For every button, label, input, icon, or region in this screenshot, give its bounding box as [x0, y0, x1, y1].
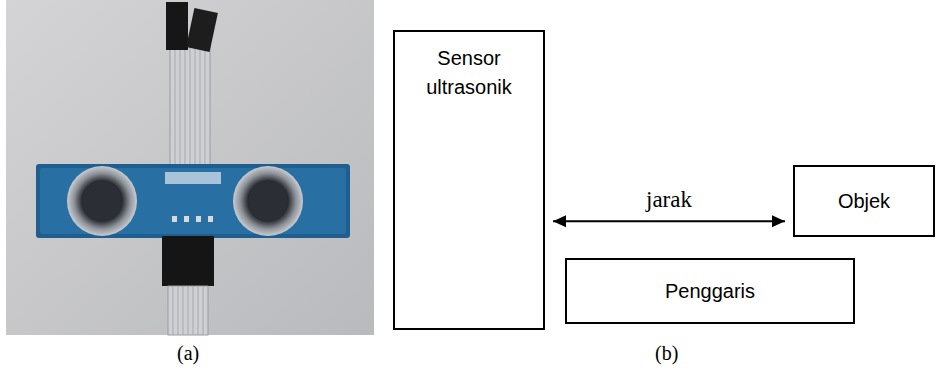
arrow-head: [772, 215, 785, 227]
arrow-line: [553, 220, 785, 222]
ruler-box: Penggaris: [565, 258, 855, 324]
sensor-box: Sensor ultrasonik: [393, 30, 545, 330]
object-box: Objek: [793, 165, 935, 237]
node-text: Objek: [838, 187, 890, 216]
node-text: Penggaris: [665, 277, 755, 306]
panel-label: (a): [177, 342, 199, 365]
panel-label: (b): [655, 342, 678, 365]
distance-arrow: [553, 215, 785, 227]
arrow-head: [553, 215, 566, 227]
edge-label: jarak: [643, 187, 695, 213]
node-text: Sensor ultrasonik: [414, 44, 524, 102]
